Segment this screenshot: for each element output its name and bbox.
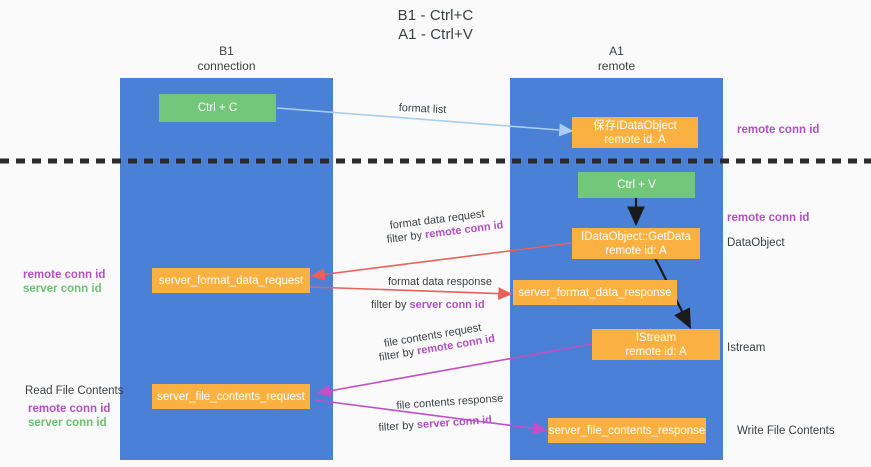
title-line-2: A1 - Ctrl+V	[398, 26, 473, 43]
filter-prefix: filter by	[378, 419, 418, 434]
column-header-a1-name: A1	[609, 44, 624, 58]
node-server-file-contents-request-label: server_file_contents_request	[157, 390, 305, 403]
node-server-file-contents-response-label: server_file_contents_response	[548, 424, 706, 437]
column-header-b1-role: connection	[197, 59, 256, 73]
node-idataobject-sublabel: remote id: A	[604, 133, 666, 146]
annotation-left-server-conn-id-mid: server conn id	[23, 283, 102, 295]
annotation-remote-conn-id-mid: remote conn id	[727, 212, 810, 224]
node-ctrl-v[interactable]: Ctrl + V	[578, 172, 695, 198]
edge-label-file-contents-response: file contents response	[396, 392, 504, 412]
node-getdata-sublabel: remote id: A	[605, 244, 667, 257]
annotation-left-conn-ids-bottom: remote conn id server conn id	[28, 402, 110, 430]
filter-server-conn-id: server conn id	[409, 299, 485, 311]
node-istream-sublabel: remote id: A	[625, 345, 687, 358]
column-header-a1: A1 remote	[510, 44, 723, 74]
node-server-file-contents-response[interactable]: server_file_contents_response	[548, 418, 706, 443]
page-title: B1 - Ctrl+C A1 - Ctrl+V	[0, 6, 871, 44]
node-server-format-data-request-label: server_format_data_request	[158, 274, 304, 287]
node-idataobject[interactable]: 保存IDataObject remote id: A	[572, 117, 698, 148]
annotation-left-remote-conn-id-bottom: remote conn id	[28, 403, 111, 415]
node-server-format-data-response[interactable]: server_format_data_response	[513, 280, 677, 305]
annotation-read-file-contents: Read File Contents	[25, 385, 124, 397]
filter-server-conn-id: server conn id	[416, 414, 493, 432]
annotation-write-file-contents: Write File Contents	[737, 425, 835, 437]
node-istream[interactable]: IStream remote id: A	[592, 329, 720, 360]
annotation-left-conn-ids-mid: remote conn id server conn id	[23, 268, 105, 296]
annotation-dataobject: DataObject	[727, 237, 785, 249]
column-header-b1-name: B1	[219, 44, 234, 58]
annotation-istream: Istream	[727, 342, 766, 354]
node-ctrl-c[interactable]: Ctrl + C	[159, 94, 276, 122]
annotation-left-remote-conn-id-mid: remote conn id	[23, 269, 106, 281]
node-server-format-data-response-label: server_format_data_response	[518, 286, 672, 299]
edge-label-file-contents-response-filter: filter by server conn id	[378, 413, 492, 435]
title-line-1: B1 - Ctrl+C	[397, 7, 474, 24]
annotation-left-server-conn-id-bottom: server conn id	[28, 417, 107, 429]
edge-label-format-data-response-filter: filter by server conn id	[371, 298, 485, 312]
filter-prefix: filter by	[371, 299, 410, 311]
filter-prefix: filter by	[386, 229, 426, 246]
node-idataobject-label: 保存IDataObject	[593, 119, 677, 132]
edge-label-format-list: format list	[398, 101, 447, 117]
column-header-a1-role: remote	[597, 59, 636, 73]
node-server-file-contents-request[interactable]: server_file_contents_request	[152, 384, 310, 409]
node-getdata-label: IDataObject::GetData	[581, 230, 691, 243]
node-ctrl-v-label: Ctrl + V	[617, 179, 656, 191]
edge-label-format-data-response: format data response	[388, 276, 492, 288]
node-server-format-data-request[interactable]: server_format_data_request	[152, 268, 310, 293]
node-istream-label: IStream	[635, 331, 677, 344]
node-ctrl-c-label: Ctrl + C	[197, 102, 238, 114]
annotation-remote-conn-id-top: remote conn id	[737, 124, 820, 136]
column-header-b1: B1 connection	[120, 44, 333, 74]
node-idataobject-getdata[interactable]: IDataObject::GetData remote id: A	[572, 228, 700, 259]
